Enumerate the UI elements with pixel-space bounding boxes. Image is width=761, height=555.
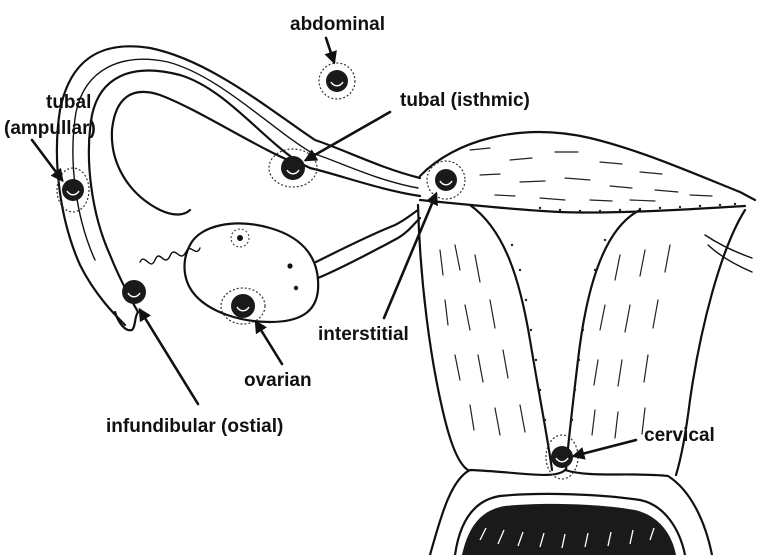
label-infundibular: infundibular (ostial) [106, 416, 283, 437]
infundibulum-tip [115, 312, 138, 330]
arrow-abdominal [326, 38, 334, 62]
corpus-luteum [231, 229, 249, 247]
follicle-dot [294, 286, 298, 290]
label-tubal-isthmic: tubal (isthmic) [400, 90, 530, 111]
follicle-dot [287, 263, 292, 268]
label-ovarian: ovarian [244, 370, 312, 391]
arrow-cervical [574, 440, 636, 456]
label-cervical: cervical [644, 425, 715, 446]
fundus-hatching [470, 148, 712, 201]
label-tubal-ampullar-line2: (ampullar) [4, 118, 96, 139]
label-interstitial: interstitial [318, 324, 409, 345]
arrow-interstitial [384, 194, 436, 318]
uterine-fundus-outline [420, 132, 755, 200]
uterine-lining-stipple [511, 239, 606, 421]
uterus [418, 132, 755, 555]
arrow-ovarian [256, 322, 282, 364]
vaginal-vault-fill [462, 504, 676, 555]
right-wall-hatching [592, 245, 670, 438]
label-abdominal: abdominal [290, 14, 385, 35]
tube-outer-contour [57, 46, 420, 325]
tube-inner-contour [89, 71, 420, 312]
embryo-abdominal [319, 63, 355, 99]
fallopian-tube [57, 46, 420, 330]
embryo-infundibular [122, 280, 146, 304]
fimbriae [140, 248, 200, 264]
right-ligament-stub [705, 235, 752, 272]
left-wall-hatching [440, 245, 525, 435]
ovary [185, 210, 420, 322]
uterine-body-lower-outline [420, 200, 745, 213]
left-uterine-wall-outer [418, 205, 468, 470]
arrow-infundibular [140, 310, 198, 404]
right-uterine-wall-inner [566, 210, 640, 470]
label-tubal-ampullar-line1: tubal [46, 92, 91, 113]
embryo-interstitial [427, 161, 465, 199]
